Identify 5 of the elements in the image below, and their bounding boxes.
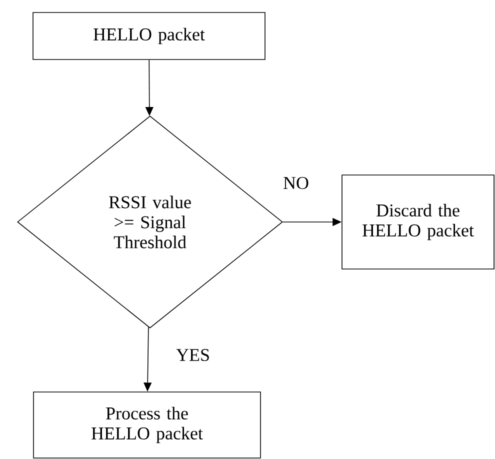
process-box: HELLO packet bbox=[32, 12, 266, 60]
edge-label: NO bbox=[282, 176, 310, 190]
edge-label: YES bbox=[175, 348, 211, 362]
process-box: Process the HELLO packet bbox=[33, 392, 261, 458]
process-box: Discard the HELLO packet bbox=[342, 174, 494, 270]
